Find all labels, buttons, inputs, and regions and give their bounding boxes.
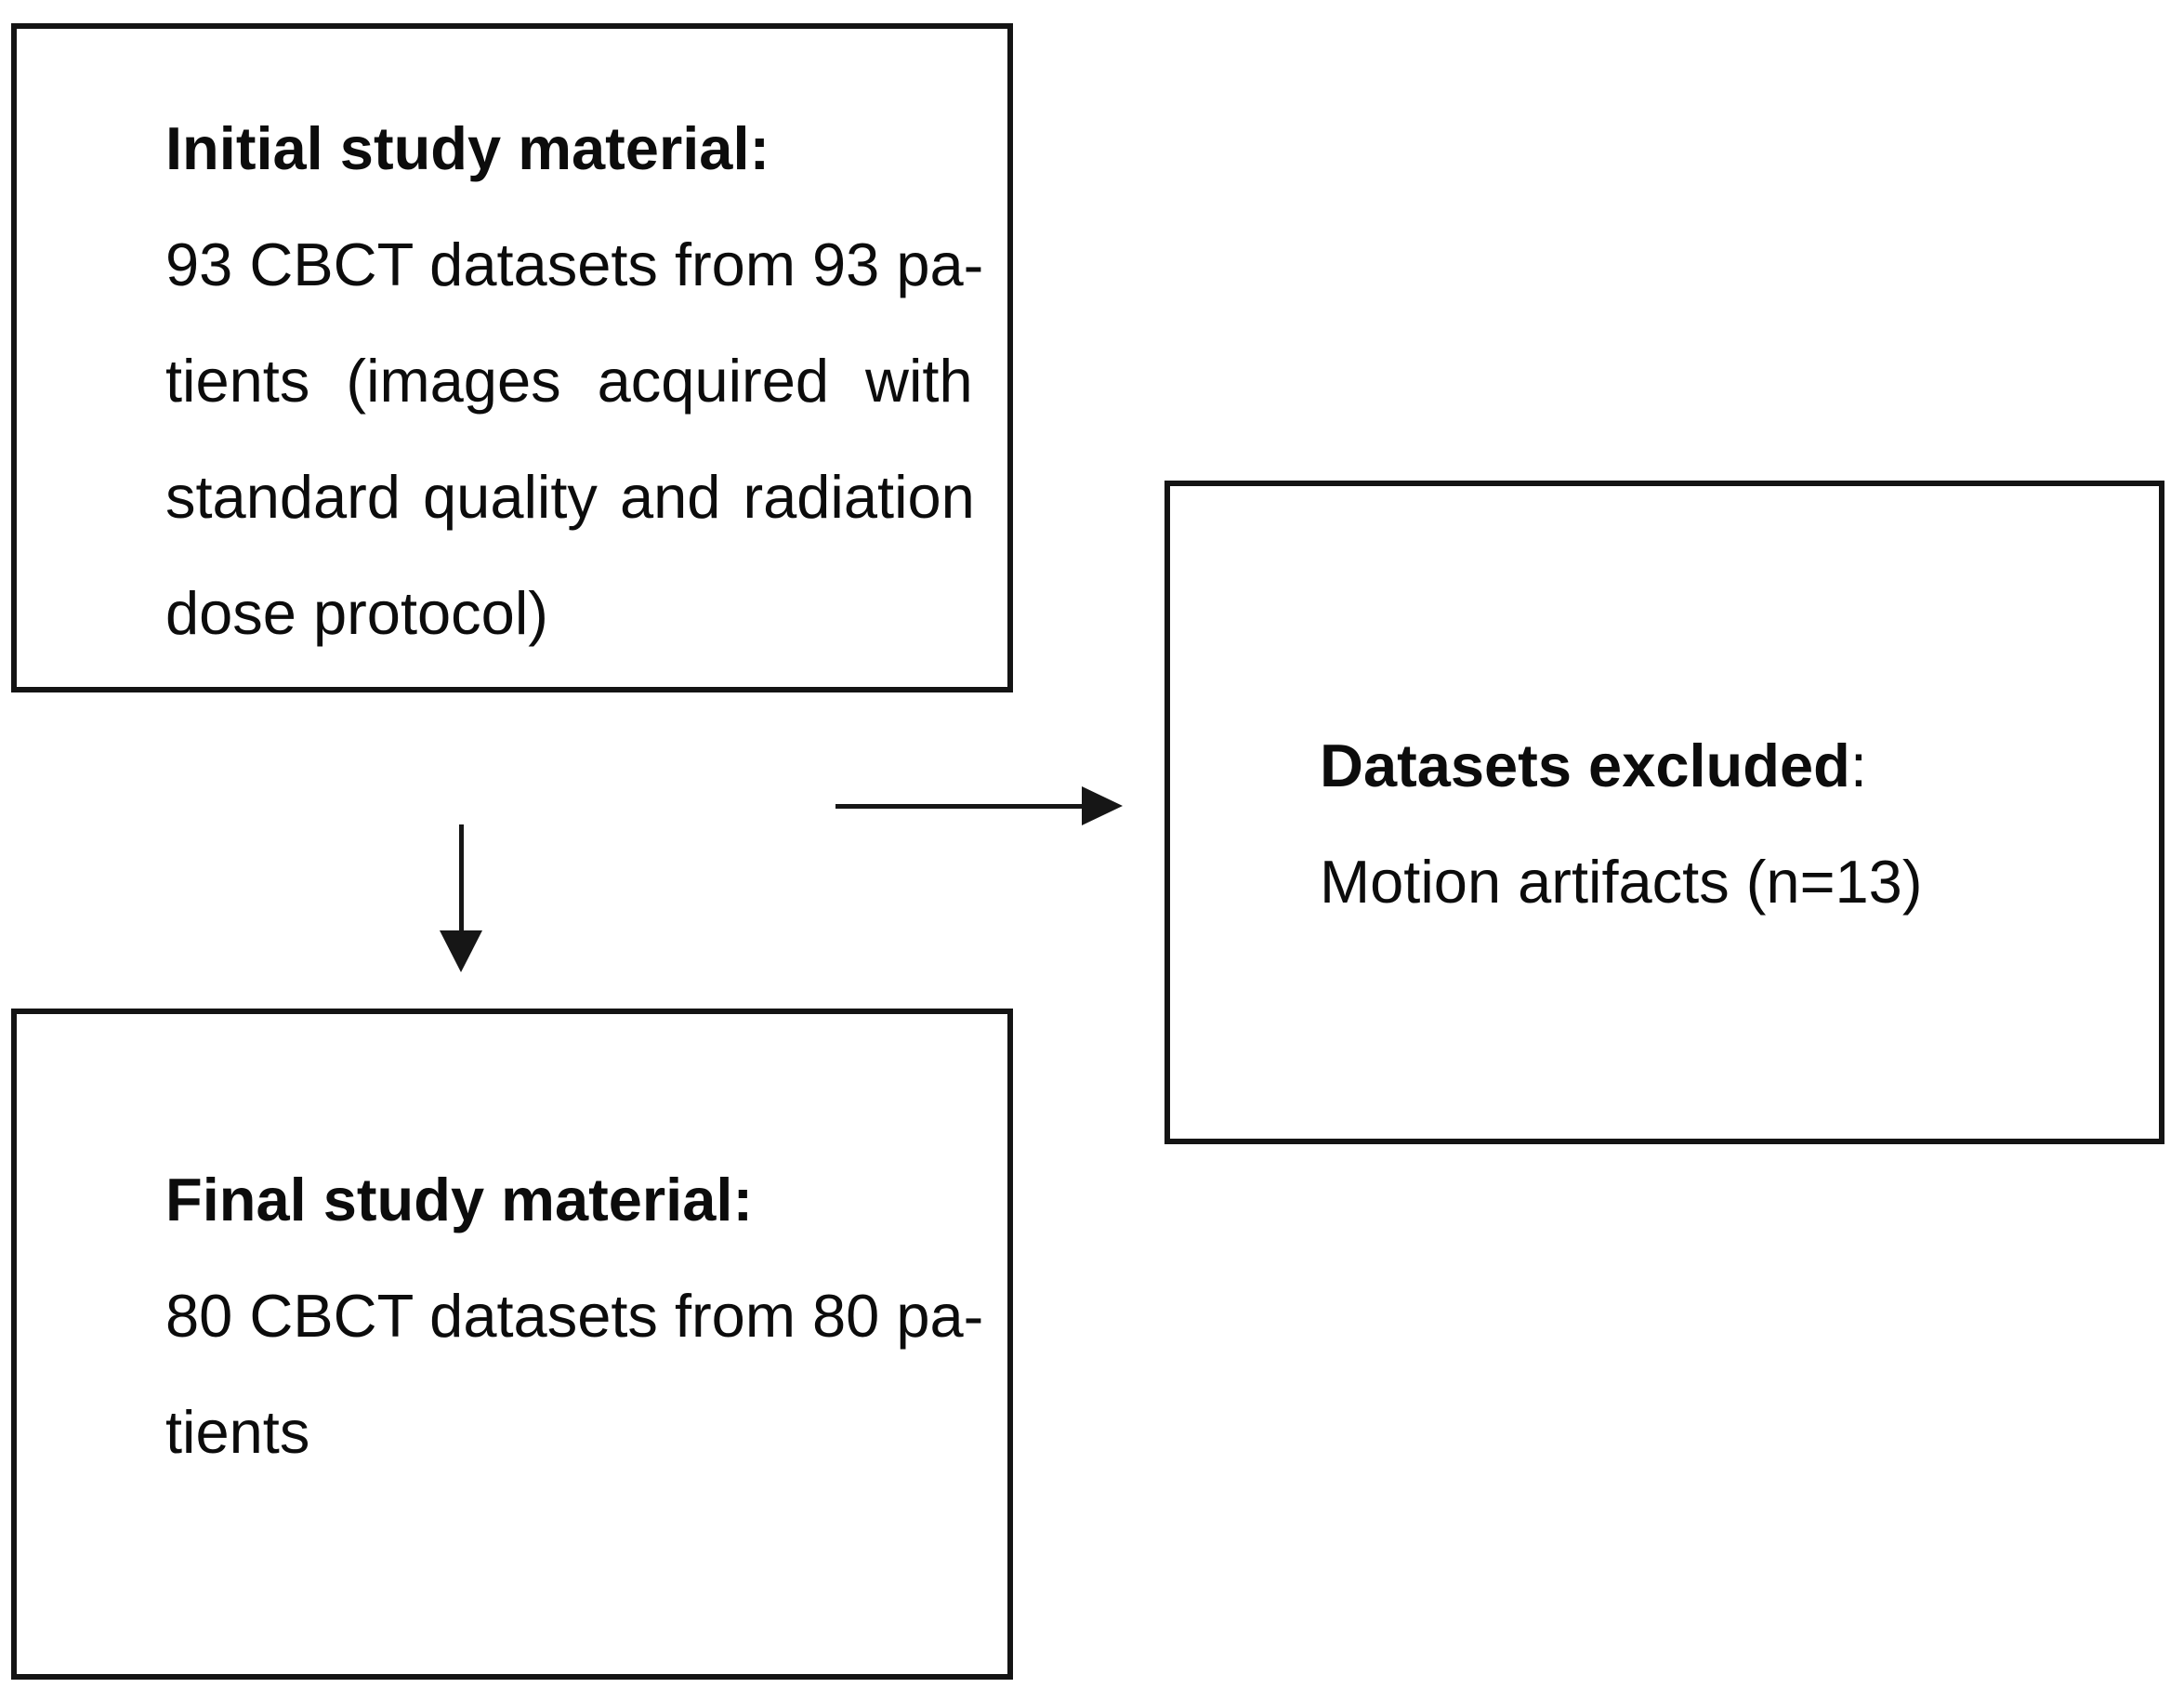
excluded-datasets-title-line: Datasets excluded:: [1320, 707, 1922, 824]
initial-study-title: Initial study material:: [165, 114, 770, 182]
excluded-datasets-text: Datasets excluded: Motion artifacts (n=1…: [1320, 707, 1922, 940]
excluded-datasets-line-1: Motion artifacts (n=13): [1320, 848, 1923, 916]
final-study-line-2: tients: [165, 1398, 310, 1466]
initial-study-line-2: tients (images acquired with: [165, 347, 973, 415]
initial-study-text: Initial study material: 93 CBCT datasets…: [165, 90, 983, 671]
initial-study-line-4: dose protocol): [165, 579, 548, 647]
final-study-title: Final study material:: [165, 1166, 754, 1233]
initial-study-box: Initial study material: 93 CBCT datasets…: [11, 23, 1013, 692]
excluded-datasets-title: Datasets excluded: [1320, 732, 1850, 799]
right-arrow-shaft: [835, 804, 1084, 809]
final-study-line-1: 80 CBCT datasets from 80 pa-: [165, 1282, 984, 1350]
initial-study-line-1: 93 CBCT datasets from 93 pa-: [165, 231, 984, 298]
excluded-datasets-box: Datasets excluded: Motion artifacts (n=1…: [1164, 481, 2164, 1144]
right-arrow-head-icon: [1082, 786, 1123, 825]
excluded-datasets-title-colon: :: [1849, 732, 1867, 799]
down-arrow-shaft: [459, 824, 464, 932]
final-study-text: Final study material: 80 CBCT datasets f…: [165, 1141, 983, 1490]
initial-study-line-3: standard quality and radiation: [165, 463, 975, 531]
final-study-box: Final study material: 80 CBCT datasets f…: [11, 1009, 1013, 1680]
down-arrow-head-icon: [440, 930, 482, 972]
